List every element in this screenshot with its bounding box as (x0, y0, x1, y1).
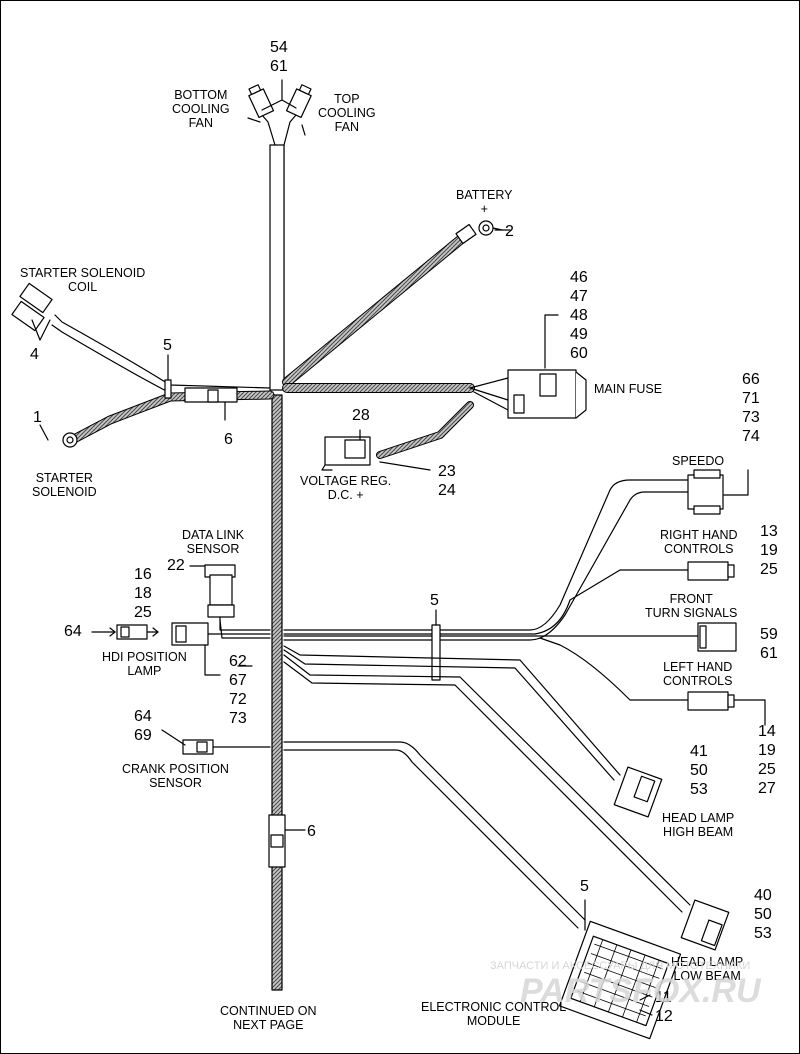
callout-clip-middle: 5 (430, 592, 439, 609)
voltage-reg-label: VOLTAGE REG.D.C. + (300, 474, 392, 502)
connector-upper (184, 387, 238, 403)
speedo-connector (687, 469, 724, 515)
fan-lead-left (261, 114, 276, 146)
callout-solenoid: 1 (33, 409, 42, 426)
high-beam-lead (283, 645, 621, 776)
callout-clip-upper: 5 (163, 337, 172, 354)
low-beam-lead (283, 654, 691, 906)
callout-data-link-22: 22 (167, 557, 185, 574)
main-fuse-label: MAIN FUSE (594, 382, 663, 396)
front-harness (283, 479, 701, 701)
hdi-connector (171, 622, 209, 646)
top-fan-connector (285, 84, 312, 119)
callout-battery: 2 (505, 223, 514, 240)
right-hand-connector (687, 561, 735, 581)
callout-hdi-lamp: 64 (64, 623, 82, 640)
speedo-label: SPEEDO (672, 454, 725, 468)
high-beam-connector (613, 766, 663, 818)
turn-signals-connector (697, 622, 737, 652)
hdi-lamp (116, 624, 148, 640)
clip-middle (431, 624, 441, 681)
trunk-braided (271, 394, 283, 991)
battery-label: BATTERY+ (456, 188, 513, 216)
main-fuse-block (507, 369, 587, 419)
fan-lead-right (283, 114, 297, 146)
solenoid-cable (67, 390, 275, 445)
callout-voltage-reg-top: 28 (352, 407, 370, 424)
connector-lower (268, 814, 286, 868)
data-link-sensor (204, 564, 236, 618)
callout-ecm-clip: 5 (580, 878, 589, 895)
ecm-module (558, 920, 682, 1040)
clip-upper (164, 379, 172, 399)
callout-connector-upper: 6 (224, 431, 233, 448)
left-hand-connector (687, 691, 735, 711)
callout-connector-lower: 6 (307, 823, 316, 840)
bottom-fan-connector (248, 84, 275, 119)
crank-sensor (182, 739, 214, 755)
low-beam-connector (680, 899, 730, 951)
coil-connectors (11, 282, 53, 332)
voltage-reg-connector (321, 436, 371, 471)
watermark-logo: PARTSFOX.RU (520, 972, 761, 1010)
watermark-caption: ЗАПЧАСТИ И АКСЕССУАРЫ ДЛЯ МОТОТЕХНИКИ (490, 960, 751, 972)
battery-terminal (455, 223, 477, 245)
callout-coil: 4 (30, 346, 39, 363)
